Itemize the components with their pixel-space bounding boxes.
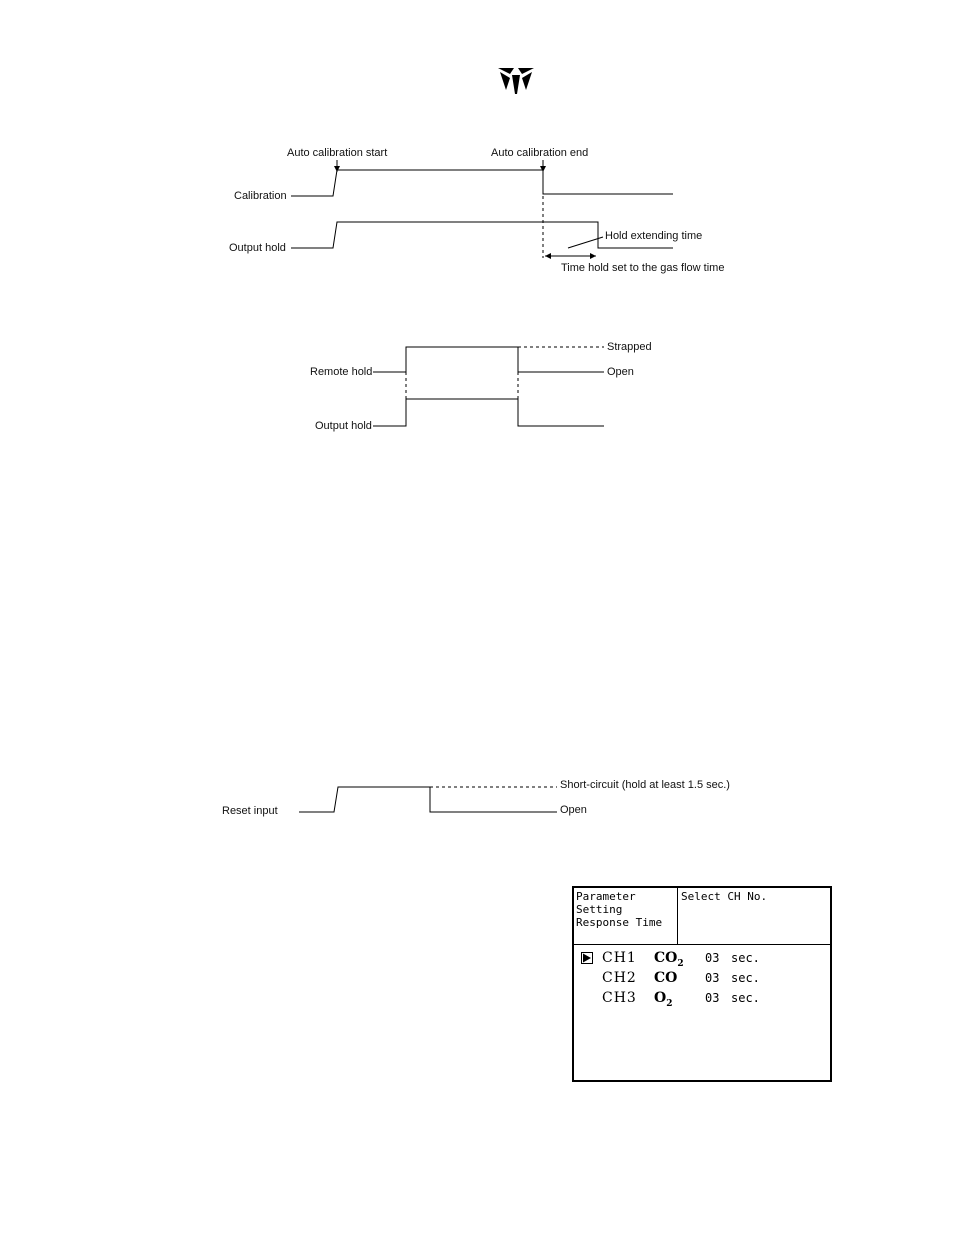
gas-flow-time-label: Time hold set to the gas flow time — [561, 262, 724, 274]
strapped-label: Strapped — [607, 341, 652, 353]
short-circuit-label: Short-circuit (hold at least 1.5 sec.) — [560, 779, 730, 791]
channel-label: CH3 — [602, 990, 637, 1006]
response-time-value[interactable]: 03 — [705, 951, 720, 965]
unit-label: sec. — [731, 991, 760, 1005]
remote-hold-signal-label: Remote hold — [310, 366, 372, 378]
gas-label: CO2 — [654, 950, 684, 969]
calibration-end-label: Auto calibration end — [491, 147, 588, 159]
response-time-value[interactable]: 03 — [705, 971, 720, 985]
gas-label: O2 — [654, 990, 673, 1009]
remote-hold-timing-diagram: Remote hold Output hold Strapped Open — [310, 341, 652, 432]
gas-label: CO — [654, 970, 678, 986]
output-hold-signal-label-2: Output hold — [315, 420, 372, 432]
cursor-arrow-icon — [581, 952, 593, 964]
lcd-instruction: Select CH No. — [681, 890, 768, 903]
output-hold-signal-label: Output hold — [229, 242, 286, 254]
lcd-channel-row-3[interactable]: CH3 O2 03 sec. — [574, 988, 830, 1009]
response-time-value[interactable]: 03 — [705, 991, 720, 1005]
lcd-title-line-1: Parameter — [576, 890, 636, 903]
hold-extending-label: Hold extending time — [605, 230, 702, 242]
lcd-title-line-2: Setting — [576, 903, 623, 916]
unit-label: sec. — [731, 971, 760, 985]
lcd-channel-row-2[interactable]: CH2 CO 03 sec. — [574, 968, 830, 988]
unit-label: sec. — [731, 951, 760, 965]
lcd-channel-row-1[interactable]: CH1 CO2 03 sec. — [574, 948, 830, 969]
channel-label: CH1 — [602, 950, 637, 966]
calibration-signal-label: Calibration — [234, 190, 287, 202]
auto-calibration-timing-diagram: Auto calibration start Auto calibration … — [229, 147, 724, 274]
reset-open-label: Open — [560, 804, 587, 816]
teledyne-logo-icon — [498, 68, 534, 94]
lcd-divider — [574, 944, 830, 945]
lcd-title-line-3: Response Time — [576, 916, 663, 929]
open-label: Open — [607, 366, 634, 378]
reset-input-timing-diagram: Reset input Short-circuit (hold at least… — [222, 779, 730, 817]
lcd-menu-title: Parameter Setting Response Time — [574, 888, 678, 944]
calibration-start-label: Auto calibration start — [287, 147, 387, 159]
channel-label: CH2 — [602, 970, 637, 986]
lcd-screen: Parameter Setting Response Time Select C… — [572, 886, 832, 1082]
reset-input-signal-label: Reset input — [222, 805, 278, 817]
